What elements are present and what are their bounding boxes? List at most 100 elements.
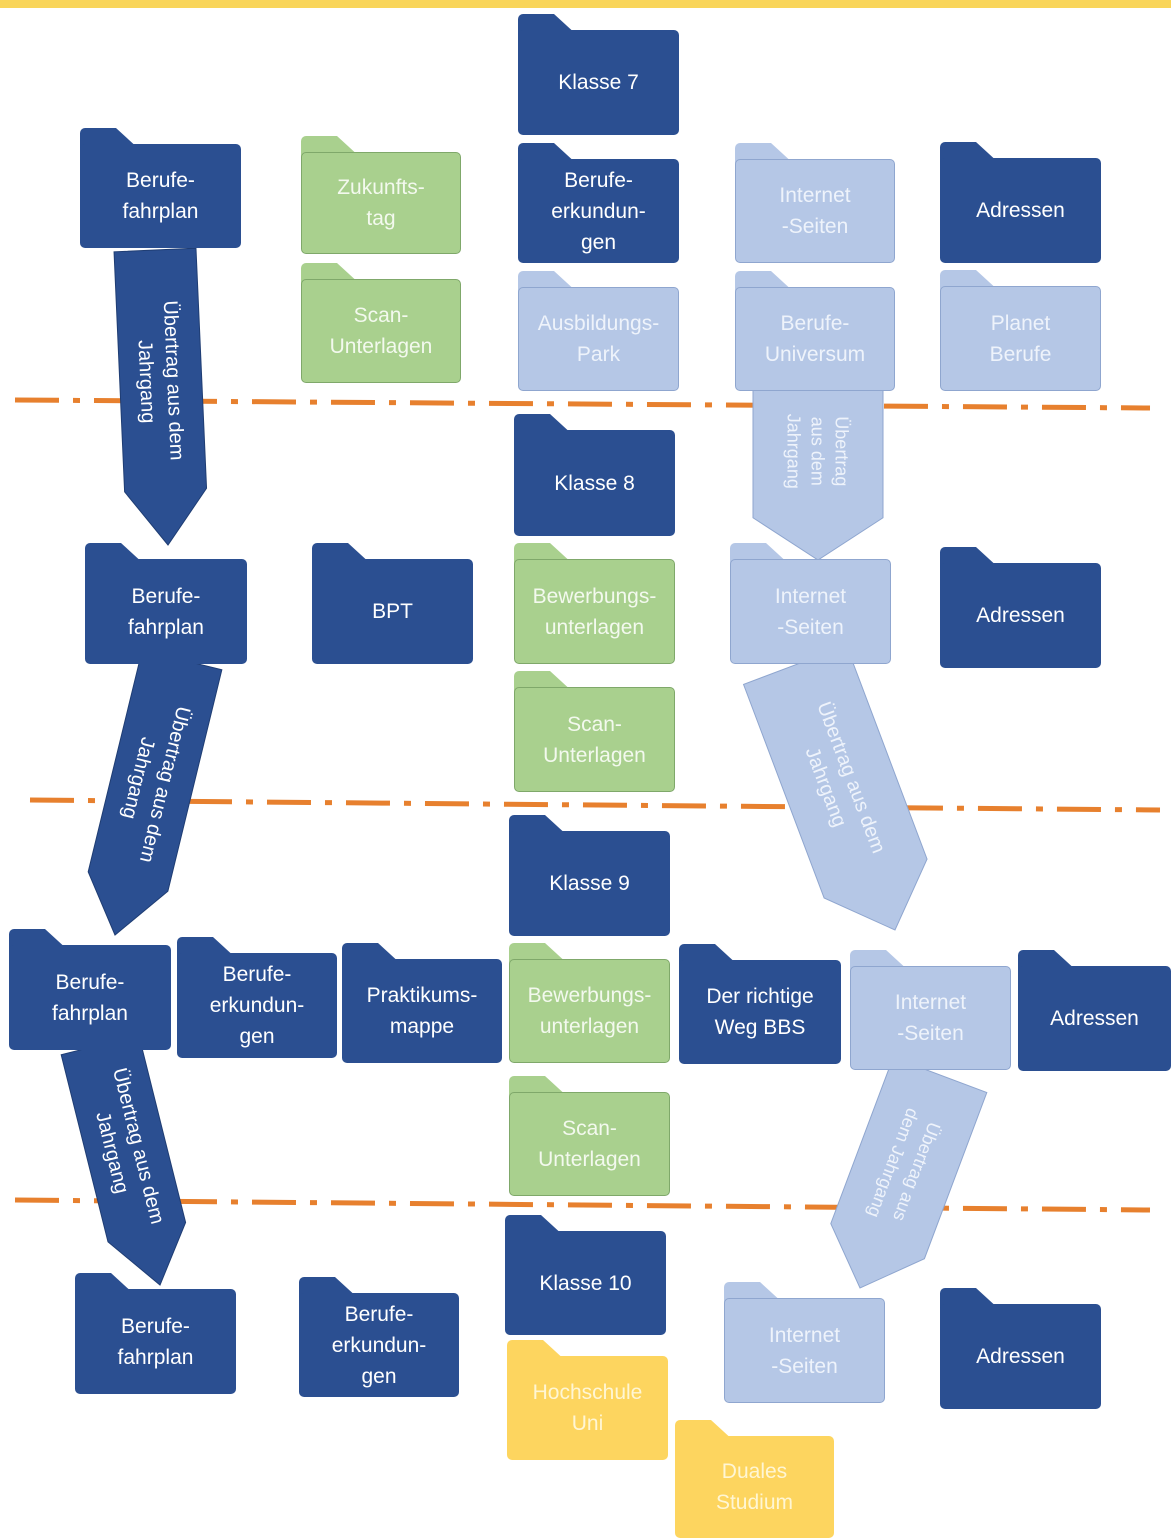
arrow-shape [60,1034,187,1286]
folder-label: Scan- Unterlagen [543,712,646,767]
folder-body: Scan- Unterlagen [514,687,675,792]
folder-label: Berufe- Universum [764,312,866,366]
folder-body: BPT [312,559,473,664]
arrow-internet-8-9: Übertrag aus demJahrgang [742,644,928,931]
folder-k9-bewerbungsunterlagen: Bewerbungs- unterlagen [509,943,670,1063]
folder-body: Klasse 7 [518,30,679,135]
folder-label: Praktikums- mappe [366,984,478,1038]
folder-k10-adressen: Adressen [940,1288,1101,1409]
arrow-label: Übertrag aus demJahrgang [787,699,889,866]
folder-label: Berufe- erkundun- gen [331,1302,427,1388]
folder-body: Berufe- fahrplan [85,559,247,664]
folder-klasse7: Klasse 7 [518,14,679,135]
folder-body: Bewerbungs- unterlagen [509,959,670,1063]
folder-label: Zukunfts- tag [337,176,425,230]
folder-k9-berufeerkundungen: Berufe- erkundun- gen [177,937,337,1058]
folder-body: Internet -Seiten [735,159,895,263]
folder-label: Klasse 7 [558,71,639,94]
folder-body: Berufe- fahrplan [75,1289,236,1394]
folder-k9-scan-unterlagen: Scan- Unterlagen [509,1076,670,1196]
folder-body: Adressen [940,563,1101,668]
arrow-internet-7-8: Übertragaus demJahrgang [752,367,884,561]
folder-label: Berufe- fahrplan [52,970,128,1025]
folder-body: Klasse 8 [514,430,675,536]
folder-label: Adressen [976,604,1065,627]
arrow-label: Übertrag aus demJahrgang [132,300,188,462]
arrow-fahrplan-9-10: Übertrag aus demJahrgang [60,1034,187,1286]
folder-label: Internet -Seiten [768,1323,841,1378]
top-accent-bar [0,0,1171,8]
folder-k7-internet-seiten: Internet -Seiten [735,143,895,263]
arrow-internet-9-10: Übertrag ausdem Jahrgang [830,1056,988,1289]
grade-divider-8-9 [29,797,1161,813]
folder-body: Klasse 9 [509,831,670,936]
arrow-shape [752,367,884,561]
folder-k7-ausbildungspark: Ausbildungs- Park [518,271,679,391]
grade-divider-9-10 [14,1197,1151,1213]
folder-k8-internet-seiten: Internet -Seiten [730,543,891,664]
folder-k8-bpt: BPT [312,543,473,664]
folder-body: Adressen [940,1304,1101,1409]
arrow-shape [742,644,928,931]
folder-label: Scan- Unterlagen [538,1117,641,1171]
folder-body: Internet -Seiten [850,966,1011,1070]
arrow-label: Übertragaus demJahrgang [784,414,852,489]
folder-klasse10: Klasse 10 [505,1215,666,1335]
folder-k7-zukunftstag: Zukunfts- tag [301,136,461,254]
folder-k10-internet-seiten: Internet -Seiten [724,1282,885,1403]
folder-label: Klasse 8 [554,471,635,495]
folder-label: Bewerbungs- unterlagen [532,584,657,639]
folder-k9-praktikumsmappe: Praktikums- mappe [342,943,502,1063]
folder-k7-scan-unterlagen: Scan- Unterlagen [301,263,461,383]
folder-k9-internet-seiten: Internet -Seiten [850,950,1011,1070]
folder-body: Planet Berufe [940,286,1101,391]
folder-k7-berufeerkundungen: Berufe- erkundun- gen [518,143,679,263]
folder-label: Berufe- fahrplan [122,169,199,223]
arrow-fahrplan-7-8: Übertrag aus demJahrgang [113,247,208,546]
folder-label: Bewerbungs- unterlagen [527,984,652,1038]
folder-label: Adressen [976,1345,1065,1368]
arrow-shape [830,1056,988,1289]
folder-body: Der richtige Weg BBS [679,960,841,1064]
folder-k7-berufe-universum: Berufe- Universum [735,271,895,391]
folder-k7-adressen: Adressen [940,142,1101,263]
folder-body: Berufe- erkundun- gen [177,953,337,1058]
folder-klasse9: Klasse 9 [509,815,670,936]
folder-k8-bewerbungsunterlagen: Bewerbungs- unterlagen [514,543,675,664]
folder-label: Planet Berufe [989,311,1052,366]
folder-label: Berufe- erkundun- gen [209,963,305,1048]
folder-label: Internet -Seiten [774,584,847,639]
folder-k8-adressen: Adressen [940,547,1101,668]
folder-k10-hochschule-uni: Hochschule Uni [507,1340,668,1460]
folder-klasse8: Klasse 8 [514,414,675,536]
folder-k7-planet-berufe: Planet Berufe [940,270,1101,391]
folder-k9-adressen: Adressen [1018,950,1171,1071]
folder-k8-scan-unterlagen: Scan- Unterlagen [514,671,675,792]
folder-body: Berufe- fahrplan [9,945,171,1050]
folder-label: BPT [372,600,413,623]
folder-k9-berufefahrplan: Berufe- fahrplan [9,929,171,1050]
folder-body: Adressen [940,158,1101,263]
folder-body: Berufe- erkundun- gen [299,1293,459,1397]
arrow-shape [87,649,223,936]
folder-body: Berufe- Universum [735,287,895,391]
folder-label: Adressen [1050,1007,1139,1030]
folder-label: Klasse 9 [549,872,630,895]
folder-body: Duales Studium [675,1436,834,1538]
folder-k8-berufefahrplan: Berufe- fahrplan [85,543,247,664]
folder-label: Adressen [976,199,1065,222]
folder-label: Scan- Unterlagen [329,304,433,358]
folder-label: Internet -Seiten [779,184,851,238]
arrow-fahrplan-8-9: Übertrag aus demJahrgang [87,649,223,936]
folder-label: Internet -Seiten [894,991,967,1045]
folder-k10-berufeerkundungen: Berufe- erkundun- gen [299,1277,459,1397]
folder-body: Scan- Unterlagen [509,1092,670,1196]
folder-body: Zukunfts- tag [301,152,461,254]
folder-body: Adressen [1018,966,1171,1071]
folder-body: Praktikums- mappe [342,959,502,1063]
arrow-shape [113,247,208,546]
folder-label: Berufe- fahrplan [117,1314,194,1369]
folder-k9-der-richtige-weg-bbs: Der richtige Weg BBS [679,944,841,1064]
arrow-label: Übertrag aus demJahrgang [109,698,194,865]
folder-label: Klasse 10 [539,1271,632,1295]
